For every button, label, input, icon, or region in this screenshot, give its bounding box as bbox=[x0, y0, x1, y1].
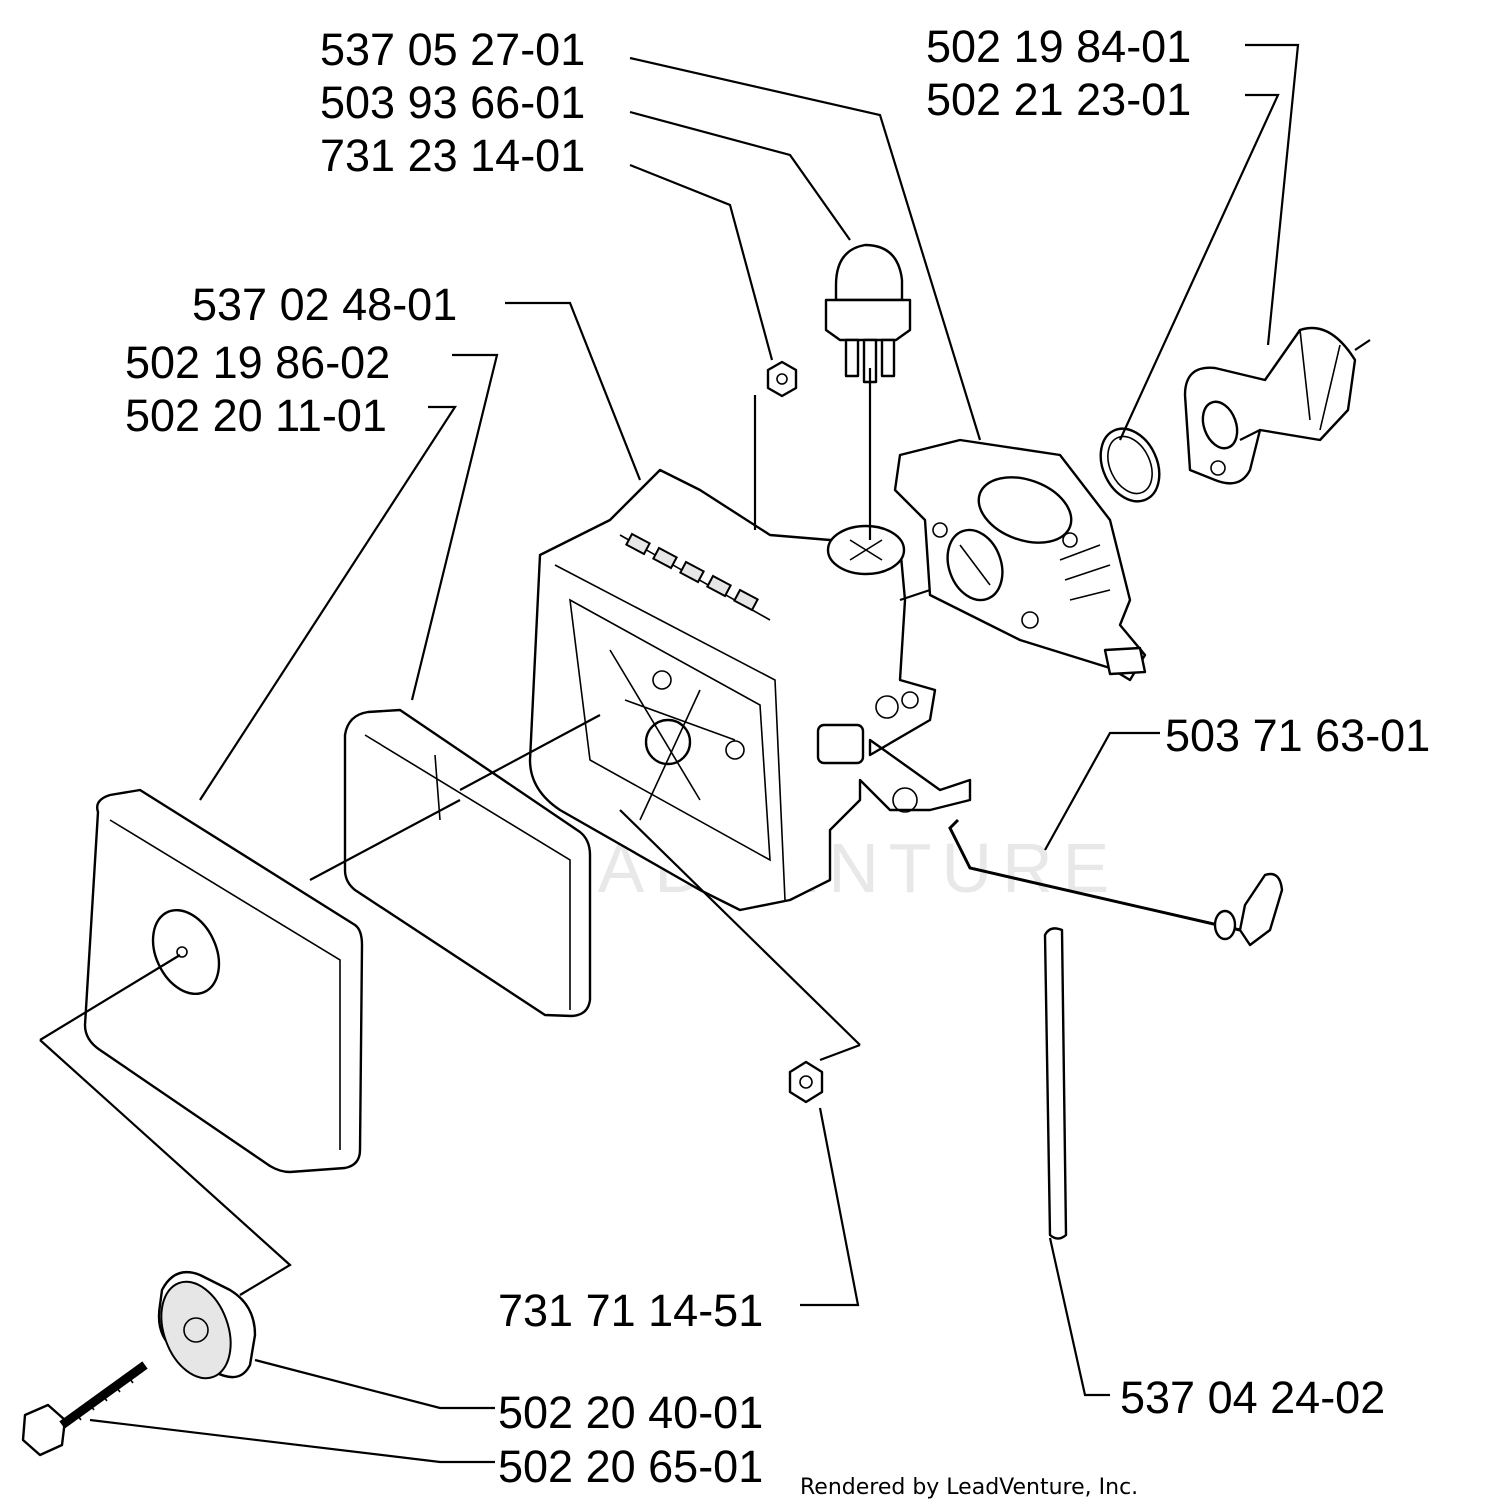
part-number-503-71-63-01: 503 71 63-01 bbox=[1165, 710, 1430, 761]
hex-nut-bottom-drawing bbox=[788, 1060, 824, 1104]
part-number-537-04-24-02: 537 04 24-02 bbox=[1120, 1372, 1385, 1423]
part-number-537-02-48-01: 537 02 48-01 bbox=[192, 279, 457, 330]
fuel-hose-drawing bbox=[1043, 927, 1068, 1240]
air-filter-cover-drawing bbox=[83, 788, 364, 1174]
part-number-502-20-11-01: 502 20 11-01 bbox=[125, 390, 387, 441]
part-number-731-71-14-51: 731 71 14-51 bbox=[498, 1285, 763, 1336]
intake-elbow-drawing bbox=[1183, 326, 1357, 485]
part-number-502-20-40-01: 502 20 40-01 bbox=[498, 1387, 763, 1438]
knob-drawing bbox=[157, 1270, 257, 1380]
gasket-ring-drawing bbox=[1099, 427, 1161, 503]
leader-lines bbox=[39, 43, 1371, 1464]
screw-drawing bbox=[21, 1361, 148, 1457]
part-number-502-19-86-02: 502 19 86-02 bbox=[125, 337, 390, 388]
part-number-502-21-23-01: 502 21 23-01 bbox=[926, 74, 1191, 125]
part-number-731-23-14-01: 731 23 14-01 bbox=[320, 130, 585, 181]
carburetor-housing-drawing bbox=[528, 468, 972, 912]
carburetor-drawing bbox=[893, 438, 1147, 682]
part-number-502-20-65-01: 502 20 65-01 bbox=[498, 1441, 763, 1492]
air-filter-drawing bbox=[343, 708, 592, 1018]
part-number-537-05-27-01: 537 05 27-01 bbox=[320, 24, 585, 75]
throttle-rod-drawing bbox=[948, 818, 1284, 947]
hex-nut-top-drawing bbox=[766, 360, 798, 398]
footer-credit: Rendered by LeadVenture, Inc. bbox=[800, 1475, 1138, 1500]
part-number-503-93-66-01: 503 93 66-01 bbox=[320, 77, 585, 128]
primer-bulb-drawing bbox=[824, 243, 912, 384]
part-labels: 537 05 27-01 503 93 66-01 731 23 14-01 5… bbox=[125, 21, 1430, 1492]
part-number-502-19-84-01: 502 19 84-01 bbox=[926, 21, 1191, 72]
